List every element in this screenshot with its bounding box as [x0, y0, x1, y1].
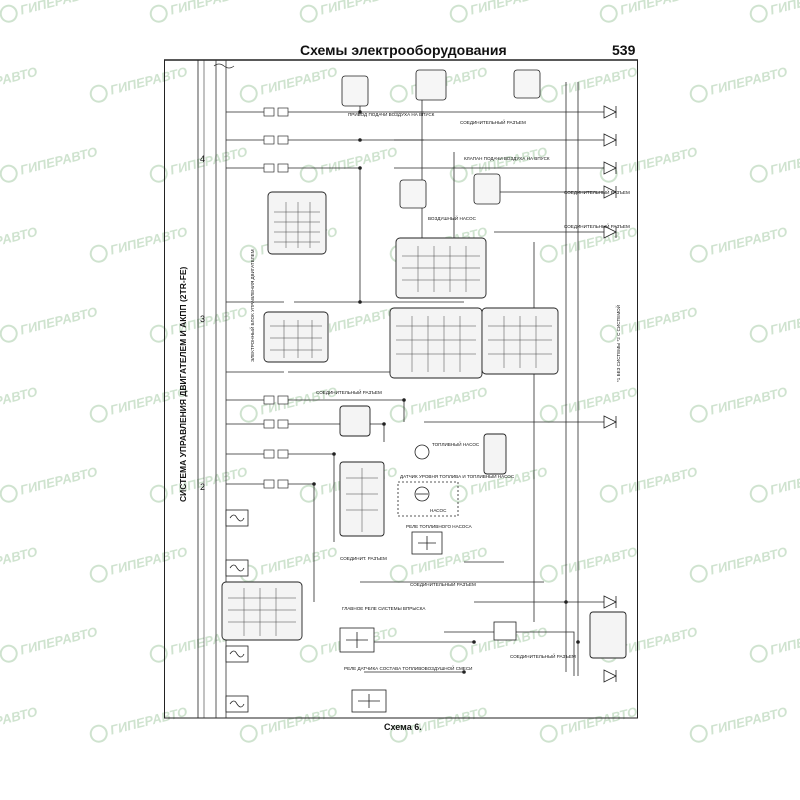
watermark-logo: ГИПЕРАВТО: [299, 0, 399, 23]
ecu-pins: [263, 107, 289, 489]
svg-text:ГИПЕРАВТО: ГИПЕРАВТО: [0, 544, 39, 578]
svg-text:ГИПЕРАВТО: ГИПЕРАВТО: [18, 624, 98, 658]
watermark-logo: ГИПЕРАВТО: [149, 0, 249, 23]
splice-points: [312, 110, 580, 674]
label-intake-drive: ПРИВОД ПОДАЧИ ВОЗДУХА НА ВПУСК: [348, 112, 435, 117]
watermark-logo: ГИПЕРАВТО: [0, 0, 99, 23]
label-connector-5: СОЕДИНИТ. РАЗЪЕМ: [340, 556, 387, 561]
watermark-logo: ГИПЕРАВТО: [689, 64, 789, 103]
watermark-logo: ГИПЕРАВТО: [449, 0, 549, 23]
svg-text:ГИПЕРАВТО: ГИПЕРАВТО: [768, 144, 800, 178]
label-main-relay: ГЛАВНОЕ РЕЛЕ СИСТЕМЫ ВПРЫСКА: [342, 606, 426, 611]
svg-text:ГИПЕРАВТО: ГИПЕРАВТО: [18, 144, 98, 178]
watermark-logo: ГИПЕРАВТО: [0, 624, 99, 663]
watermark-logo: ГИПЕРАВТО: [689, 544, 789, 583]
watermark-logo: ГИПЕРАВТО: [749, 624, 800, 663]
watermark-logo: ГИПЕРАВТО: [689, 704, 789, 743]
svg-text:ГИПЕРАВТО: ГИПЕРАВТО: [708, 704, 788, 738]
watermark-logo: ГИПЕРАВТО: [0, 64, 39, 98]
ecu-bus-break: [213, 63, 235, 69]
ecu-connector-housings: [221, 191, 627, 659]
figure-caption: Схема 6.: [384, 722, 422, 732]
watermark-logo: ГИПЕРАВТО: [0, 704, 39, 738]
svg-text:ГИПЕРАВТО: ГИПЕРАВТО: [768, 464, 800, 498]
svg-text:ГИПЕРАВТО: ГИПЕРАВТО: [708, 384, 788, 418]
side-title: СИСТЕМА УПРАВЛЕНИЯ ДВИГАТЕЛЕМ И АКПП (2T…: [178, 266, 188, 502]
page-header-title: Схемы электрооборудования: [300, 42, 507, 58]
label-fuel-level-sensor: ДАТЧИК УРОВНЯ ТОПЛИВА И ТОПЛИВНЫЙ НАСОС: [400, 472, 515, 479]
section-number-3: 3: [200, 314, 205, 324]
ground-symbols: [603, 105, 617, 683]
label-af-relay: РЕЛЕ ДАТЧИКА СОСТАВА ТОПЛИВОВОЗДУШНОЙ СМ…: [344, 664, 472, 671]
section-number-4: 4: [200, 154, 205, 164]
label-connector-7: СОЕДИНИТЕЛЬНЫЙ РАЗЪЕМ: [510, 652, 576, 659]
svg-text:ГИПЕРАВТО: ГИПЕРАВТО: [768, 0, 800, 18]
svg-text:ГИПЕРАВТО: ГИПЕРАВТО: [18, 0, 98, 18]
svg-text:ГИПЕРАВТО: ГИПЕРАВТО: [0, 704, 39, 738]
watermark-logo: ГИПЕРАВТО: [0, 144, 99, 183]
label-connector-6: СОЕДИНИТЕЛЬНЫЙ РАЗЪЕМ: [410, 580, 476, 587]
label-fuel-pump: ТОПЛИВНЫЙ НАСОС: [432, 440, 480, 447]
svg-text:ГИПЕРАВТО: ГИПЕРАВТО: [0, 64, 39, 98]
watermark-logo: ГИПЕРАВТО: [0, 224, 39, 258]
watermark-logo: ГИПЕРАВТО: [0, 304, 99, 343]
label-ecu-note: ЭЛЕКТРОННЫЙ БЛОК УПРАВЛЕНИЯ ДВИГАТЕЛЕМ: [248, 249, 255, 362]
svg-text:ГИПЕРАВТО: ГИПЕРАВТО: [0, 384, 39, 418]
label-connector-3: СОЕДИНИТЕЛЬНЫЙ РАЗЪЕМ: [564, 222, 630, 229]
watermark-logo: ГИПЕРАВТО: [0, 464, 99, 503]
fuses: [225, 509, 249, 713]
top-connectors: [341, 69, 541, 209]
label-air-pump: ВОЗДУШНЫЙ НАСОС: [428, 214, 477, 221]
svg-text:ГИПЕРАВТО: ГИПЕРАВТО: [18, 464, 98, 498]
relays: [339, 531, 517, 713]
page-number: 539: [612, 42, 636, 58]
watermark-logo: ГИПЕРАВТО: [749, 464, 800, 503]
watermark-logo: ГИПЕРАВТО: [689, 224, 789, 263]
svg-text:ГИПЕРАВТО: ГИПЕРАВТО: [708, 64, 788, 98]
svg-text:ГИПЕРАВТО: ГИПЕРАВТО: [18, 304, 98, 338]
svg-text:ГИПЕРАВТО: ГИПЕРАВТО: [0, 224, 39, 258]
label-pump: НАСОС: [430, 508, 447, 513]
label-legend-note: *1 БЕЗ СИСТЕМЫ *2 С СИСТЕМОЙ: [614, 305, 621, 382]
label-fuel-pump-relay: РЕЛЕ ТОПЛИВНОГО НАСОСА: [406, 524, 473, 529]
svg-text:ГИПЕРАВТО: ГИПЕРАВТО: [708, 224, 788, 258]
svg-text:ГИПЕРАВТО: ГИПЕРАВТО: [468, 0, 548, 18]
fuel-pump-motor: [397, 444, 459, 517]
section-number-2: 2: [200, 482, 205, 492]
svg-text:ГИПЕРАВТО: ГИПЕРАВТО: [768, 624, 800, 658]
watermark-logo: ГИПЕРАВТО: [0, 544, 39, 578]
svg-text:ГИПЕРАВТО: ГИПЕРАВТО: [708, 544, 788, 578]
label-connector-2: СОЕДИНИТЕЛЬНЫЙ РАЗЪЕМ: [564, 188, 630, 195]
watermark-logo: ГИПЕРАВТО: [689, 384, 789, 423]
label-intake-valve: КЛАПАН ПОДАЧИ ВОЗДУХА НА ВПУСК: [464, 156, 550, 161]
svg-text:ГИПЕРАВТО: ГИПЕРАВТО: [318, 0, 398, 18]
label-connector-1: СОЕДИНИТЕЛЬНЫЙ РАЗЪЕМ: [460, 118, 526, 125]
svg-text:ГИПЕРАВТО: ГИПЕРАВТО: [168, 0, 248, 18]
signal-wires: [226, 92, 604, 705]
watermark-logo: ГИПЕРАВТО: [0, 384, 39, 418]
watermark-logo: ГИПЕРАВТО: [599, 0, 699, 23]
watermark-logo: ГИПЕРАВТО: [749, 0, 800, 23]
wiring-diagram: СИСТЕМА УПРАВЛЕНИЯ ДВИГАТЕЛЕМ И АКПП (2T…: [164, 59, 638, 719]
label-connector-4: СОЕДИНИТЕЛЬНЫЙ РАЗЪЕМ: [316, 388, 382, 395]
svg-text:ГИПЕРАВТО: ГИПЕРАВТО: [768, 304, 800, 338]
component-labels: ПРИВОД ПОДАЧИ ВОЗДУХА НА ВПУСК СОЕДИНИТЕ…: [316, 112, 630, 671]
svg-text:ГИПЕРАВТО: ГИПЕРАВТО: [618, 0, 698, 18]
connector-pin-grids: [228, 202, 552, 636]
watermark-logo: ГИПЕРАВТО: [749, 304, 800, 343]
watermark-logo: ГИПЕРАВТО: [749, 144, 800, 183]
